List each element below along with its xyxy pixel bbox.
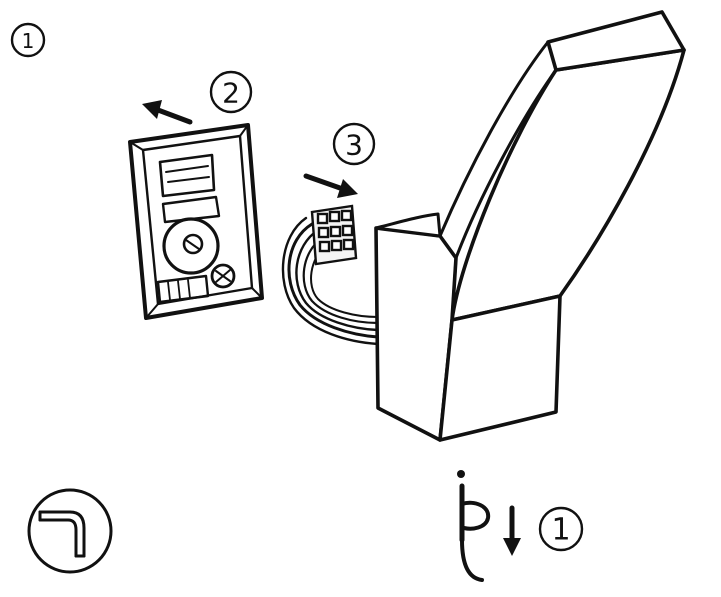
step-number-fixing: 1 [551,513,570,548]
step-number-corner: 1 [22,29,35,53]
step-marker-fixing: 1 [538,506,584,552]
mounting-plate [128,123,264,320]
connector-block [310,204,358,266]
step-marker-plate: 2 [209,70,253,114]
screw-icon [457,470,491,582]
arrow-icon-fixing [503,505,521,556]
step-marker-corner: 1 [10,22,46,58]
step-number-plate: 2 [222,77,240,110]
arrow-icon-step-3 [303,173,358,198]
arrow-icon-step-2 [142,100,193,125]
lamp-body [374,10,686,442]
step-marker-connector: 3 [332,122,376,166]
step-number-connector: 3 [345,129,363,162]
allen-key-icon [27,488,113,574]
